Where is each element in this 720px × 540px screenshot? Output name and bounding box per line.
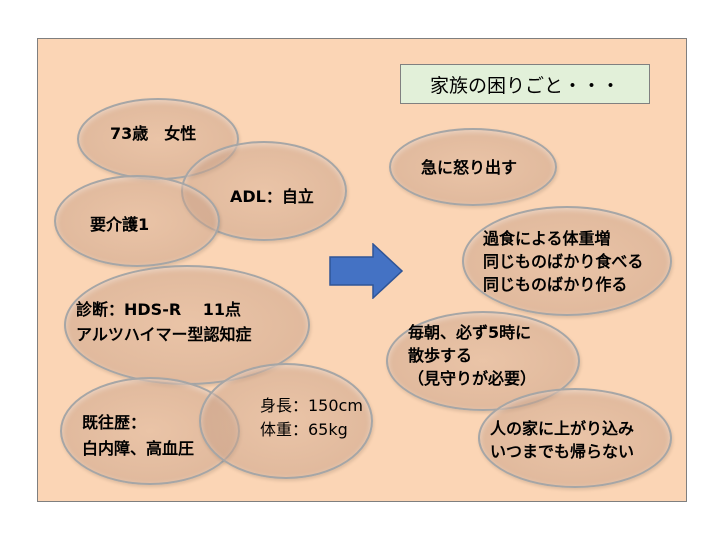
family-issues-title: 家族の困りごと・・・ bbox=[400, 64, 650, 104]
history-text: 既往歴： 白内障、高血圧 bbox=[82, 413, 195, 458]
bubble-care-level bbox=[54, 175, 220, 267]
issue-anger-text: 急に怒り出す bbox=[421, 158, 518, 177]
bubble-body bbox=[199, 363, 373, 479]
adl-text: ADL：自立 bbox=[230, 187, 314, 206]
issue-eating-text: 過食による体重増 同じものばかり食べる 同じものばかり作る bbox=[483, 229, 644, 294]
right-arrow-icon bbox=[329, 243, 403, 299]
body-text: 身長：150cm 体重：65kg bbox=[260, 396, 363, 439]
diagnosis-text: 診断：HDS-R 11点 アルツハイマー型認知症 bbox=[76, 300, 252, 344]
age-sex-text: 73歳 女性 bbox=[110, 124, 197, 143]
issue-walk-text: 毎朝、必ず5時に 散歩する （見守りが必要） bbox=[408, 323, 537, 388]
bubble-issue-eating bbox=[462, 206, 672, 316]
bubble-issue-anger bbox=[389, 128, 557, 206]
issue-visiting-text: 人の家に上がり込み いつまでも帰らない bbox=[490, 419, 635, 461]
care-level-text: 要介護1 bbox=[90, 215, 150, 234]
bubble-issue-visiting bbox=[478, 388, 672, 488]
